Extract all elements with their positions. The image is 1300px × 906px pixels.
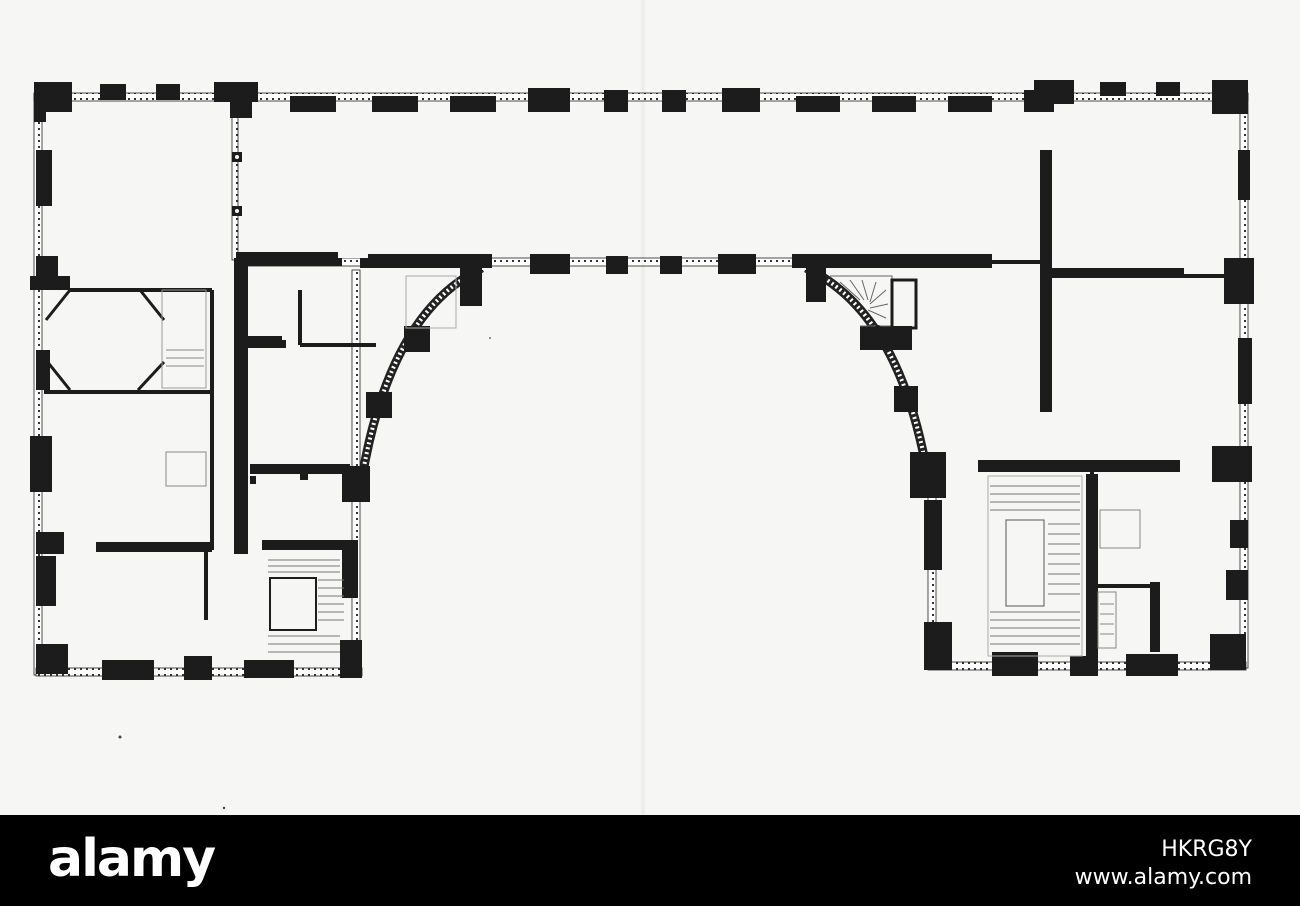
structural-walls [96,150,1184,668]
paper-specks [118,337,491,810]
watermark-footer: alamy HKRG8Y www.alamy.com [0,815,1300,906]
staircase-left [268,559,344,653]
interior-walls [44,150,1230,668]
service-fixtures [161,275,1141,649]
window-strips [33,92,1249,677]
floor-plan-svg [30,80,1254,810]
image-id-label: HKRG8Y [1161,837,1252,862]
spiral-staircase [830,275,918,331]
octagonal-room [44,289,166,392]
brand-logo: alamy [48,829,216,889]
staircase-right [987,475,1083,657]
floor-plan-drawing [0,0,1300,815]
courtyard-arc-piers [342,262,946,502]
site-url-label: www.alamy.com [1074,865,1252,890]
courtyard-arc-walls [357,263,933,479]
gallery-columns [232,152,242,216]
